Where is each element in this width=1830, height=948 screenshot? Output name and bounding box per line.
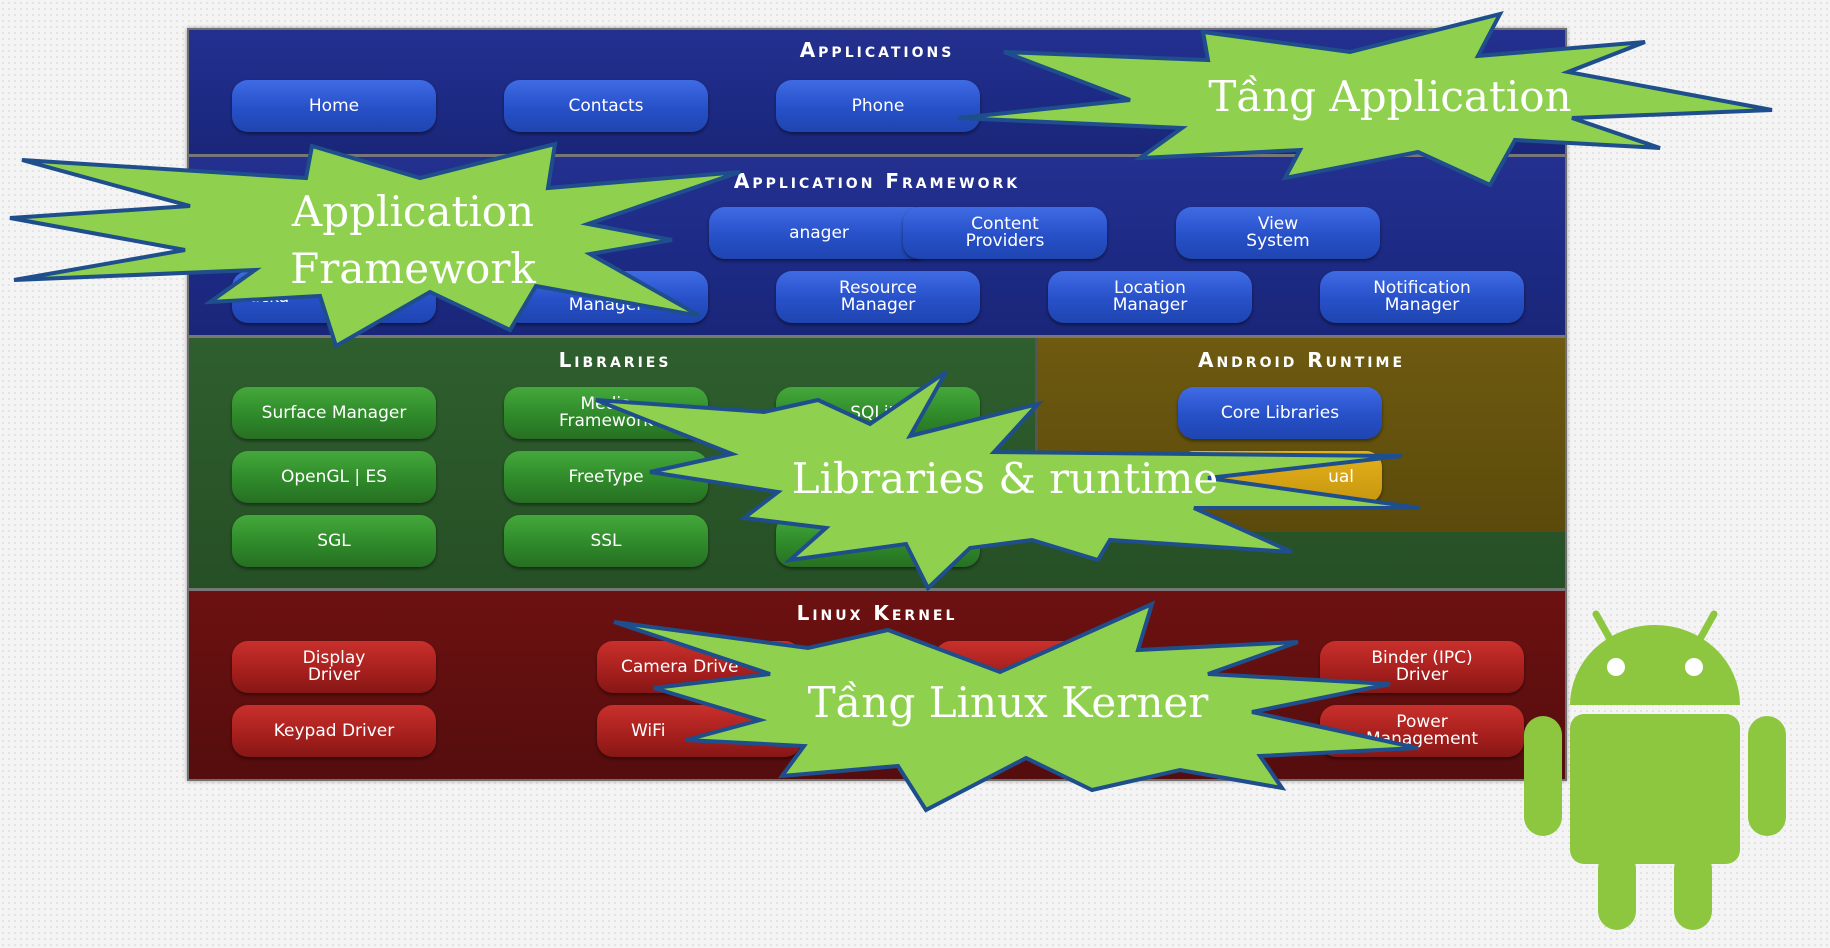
framework-title: Application Framework <box>733 169 1021 193</box>
phone-box: Phone <box>776 80 980 132</box>
notification-manager-box: Notification Manager <box>1320 271 1524 323</box>
framework-callout-text-line1: Application <box>291 187 534 236</box>
applications-title: Applications <box>799 38 955 62</box>
libraries-title: Libraries <box>558 348 672 372</box>
framework-callout-text-line2: Framework <box>290 244 536 293</box>
ssl-box: SSL <box>504 515 708 567</box>
kernel-callout-text: Tầng Linux Kerner <box>808 678 1210 727</box>
surface-manager-box: Surface Manager <box>232 387 436 439</box>
android-runtime-title: Android Runtime <box>1197 348 1406 372</box>
display-driver-box: Display Driver <box>232 641 436 693</box>
kernel-callout: Tầng Linux Kerner <box>613 600 1419 813</box>
window-manager-box: anager <box>709 207 929 259</box>
libraries-callout: Libraries & runtime <box>595 370 1421 592</box>
framework-callout: Application Framework <box>9 141 741 349</box>
content-providers-box: Content Providers <box>903 207 1107 259</box>
application-callout-text: Tầng Application <box>1208 72 1571 121</box>
view-system-box: View System <box>1176 207 1380 259</box>
home-box: Home <box>232 80 436 132</box>
location-manager-box: Location Manager <box>1048 271 1252 323</box>
android-robot-icon <box>1524 610 1786 930</box>
opengl-es-box: OpenGL | ES <box>232 451 436 503</box>
application-callout: Tầng Application <box>957 10 1773 188</box>
resource-manager-box: Resource Manager <box>776 271 980 323</box>
sgl-box: SGL <box>232 515 436 567</box>
core-libraries-box: Core Libraries <box>1178 387 1382 439</box>
libraries-callout-text: Libraries & runtime <box>792 454 1219 503</box>
keypad-driver-box: Keypad Driver <box>232 705 436 757</box>
contacts-box: Contacts <box>504 80 708 132</box>
linux-kernel-title: Linux Kernel <box>796 601 958 625</box>
